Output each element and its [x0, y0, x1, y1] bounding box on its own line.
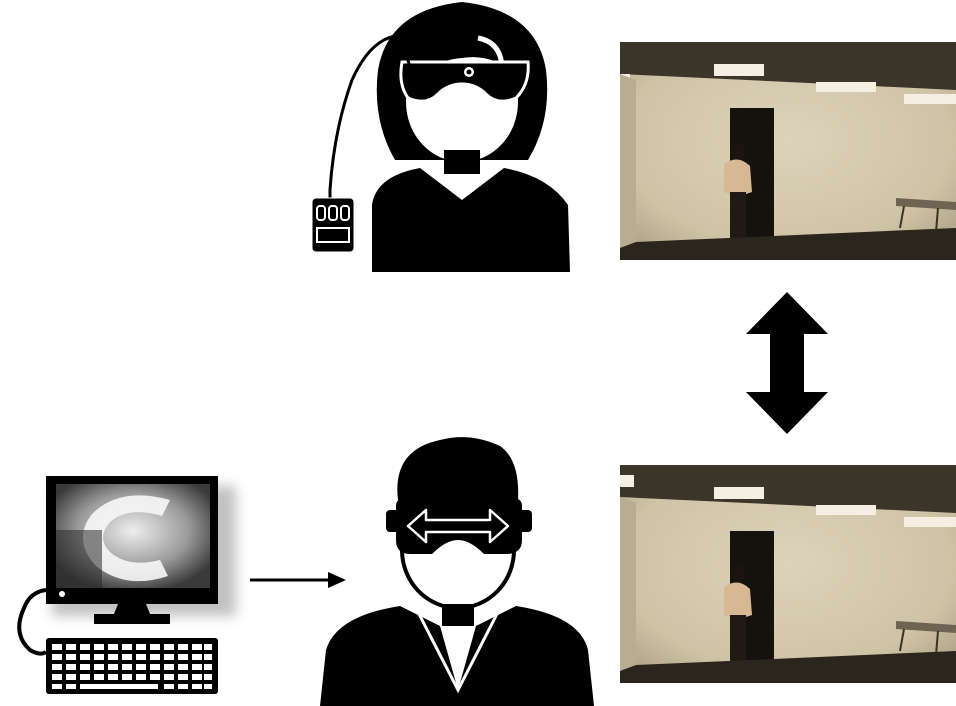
right-arrow-icon	[250, 572, 346, 588]
scene-photo-bottom	[620, 465, 956, 683]
ceiling-light	[816, 505, 876, 515]
ceiling-light	[714, 64, 764, 76]
ceiling-light	[714, 487, 764, 499]
person-wearing-vr-headset-icon	[320, 437, 594, 706]
ceiling-light	[816, 82, 876, 92]
torso-shape	[320, 606, 594, 706]
ceiling-light	[904, 94, 956, 104]
scene-photo-top	[620, 42, 956, 260]
desktop-computer-icon	[17, 476, 236, 694]
person-wearing-camera-glasses-icon	[311, 2, 570, 272]
keyboard-keys	[52, 644, 212, 689]
torso-shape	[372, 168, 570, 272]
ceiling-light	[904, 517, 956, 527]
camera-cable	[328, 34, 412, 198]
horizontal-double-arrow-icon	[406, 508, 510, 544]
glasses-shape	[399, 60, 530, 103]
screen-ring-image	[82, 495, 170, 582]
double-headed-vertical-arrow-icon	[746, 292, 828, 434]
keyboard-cable	[17, 588, 48, 656]
control-box-icon	[311, 197, 355, 253]
